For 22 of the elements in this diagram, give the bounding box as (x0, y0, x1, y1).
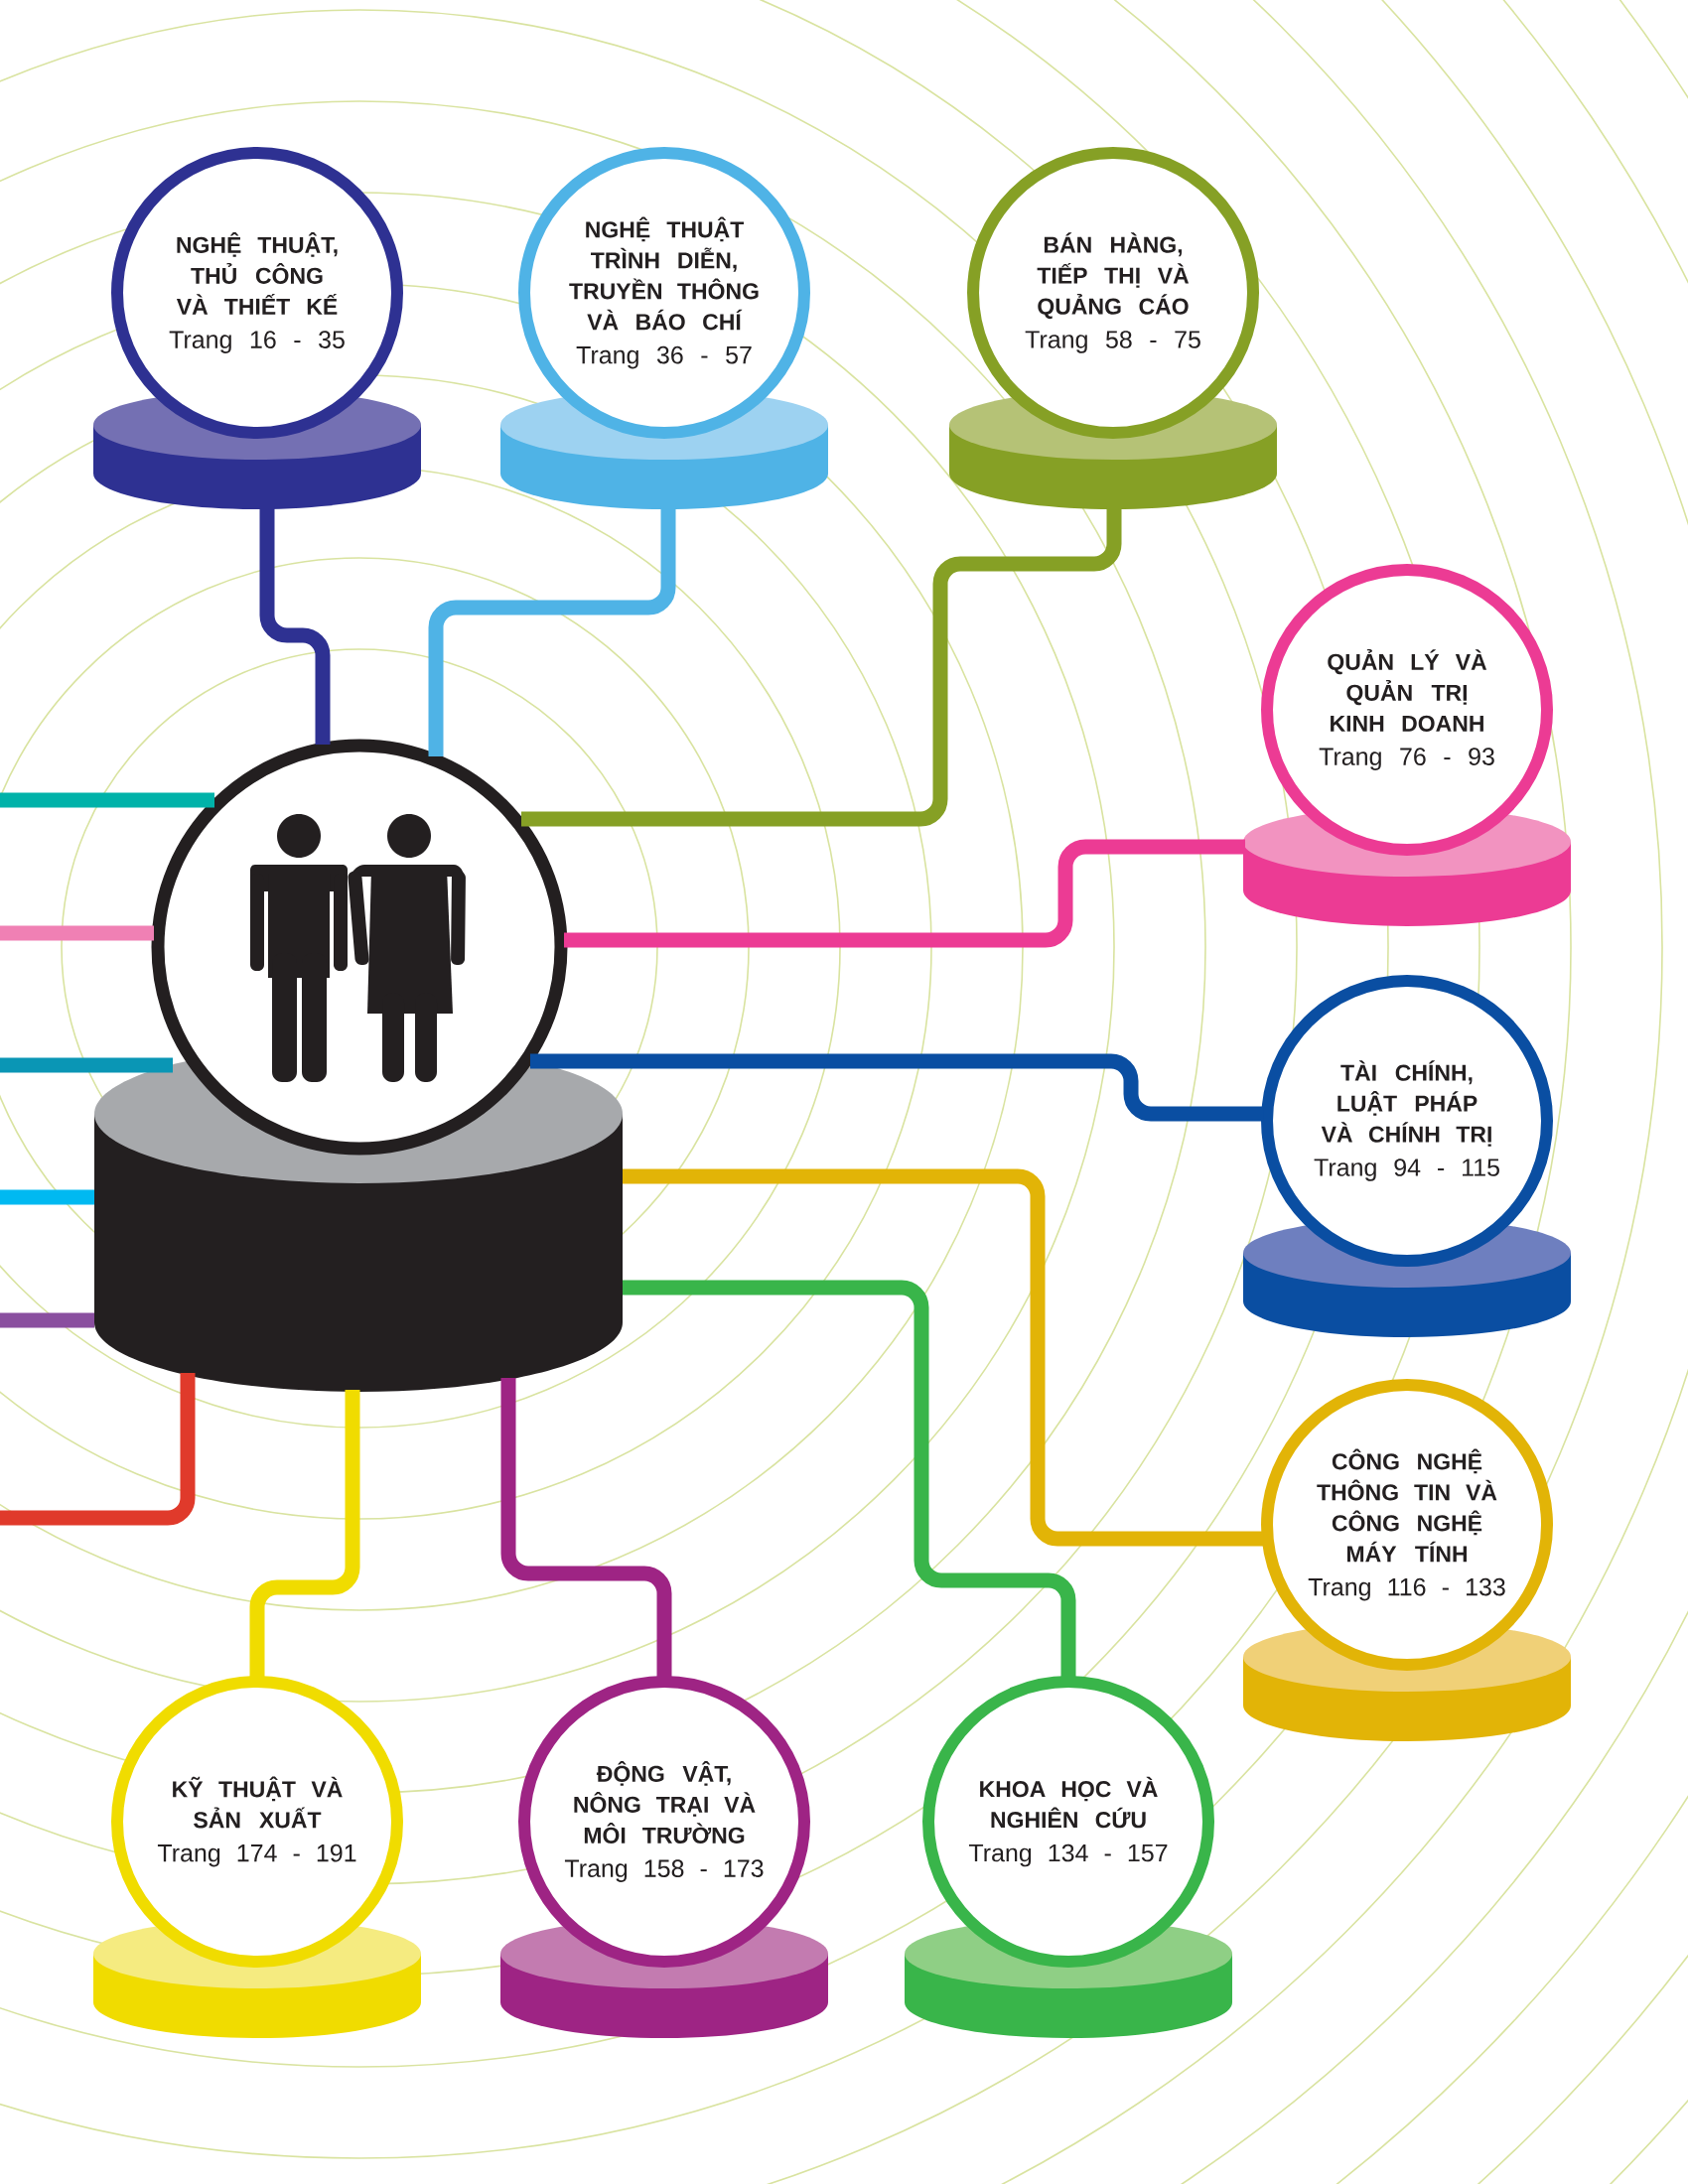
connector-line (530, 1053, 1263, 1122)
connector-line (259, 506, 331, 745)
connector-line (564, 839, 1245, 948)
connector-line (623, 1168, 1263, 1547)
connector-line (0, 1189, 94, 1205)
node-label: CÔNG NGHỆ THÔNG TIN VÀ CÔNG NGHỆ MÁY TÍNH (1317, 1448, 1497, 1563)
node-label: Trang 94 - 115 (1314, 1159, 1499, 1181)
connector-line (623, 1280, 1076, 1678)
connector-line (521, 506, 1122, 827)
node-label: Trang 76 - 93 (1319, 748, 1494, 770)
connector-line (249, 1390, 360, 1678)
node-label: Trang 116 - 133 (1308, 1577, 1505, 1601)
node-label: TÀI CHÍNH, LUẬT PHÁP VÀ CHÍNH TRỊ (1321, 1060, 1491, 1147)
connector-line (0, 1057, 173, 1073)
connector-line (0, 1373, 196, 1526)
connector-line (0, 1312, 94, 1328)
connector-line (500, 1378, 672, 1678)
node-label: QUẢN LÝ VÀ QUẢN TRỊ KINH DOANH (1328, 649, 1487, 732)
connector-line (0, 792, 214, 808)
hub-pedestal-drawing (94, 739, 623, 1392)
connector-line (0, 925, 154, 941)
connector-line (428, 506, 676, 756)
